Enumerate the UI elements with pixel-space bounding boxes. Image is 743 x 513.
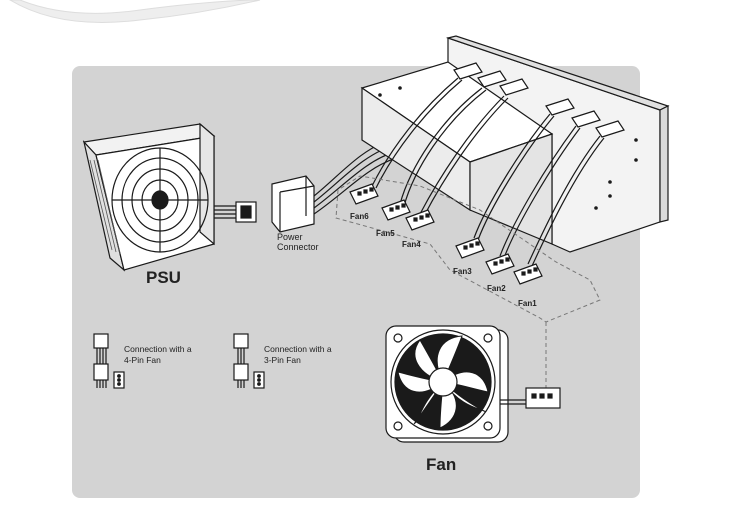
power-connector-label-line2: Connector — [277, 242, 319, 252]
fan2-header — [485, 253, 515, 275]
psu-label: PSU — [146, 268, 181, 287]
case-fan-cable — [500, 399, 526, 405]
power-connector — [271, 175, 315, 233]
fan3-label: Fan3 — [453, 267, 472, 276]
corner-screws — [393, 333, 493, 431]
psu-fan-grille — [111, 147, 209, 253]
power-wires — [313, 139, 397, 215]
decorative-arc — [9, 0, 261, 23]
fan-headers — [349, 183, 543, 285]
header-dashed-outline — [335, 175, 601, 323]
fan2-label: Fan2 — [487, 284, 506, 293]
case-fan-icon — [385, 325, 509, 443]
fan3-header — [455, 237, 485, 259]
connector-icon — [525, 387, 561, 409]
fan1-header — [513, 263, 543, 285]
psu-icon — [82, 122, 216, 272]
psu-plug — [235, 201, 257, 223]
fan4-label: Fan4 — [402, 240, 421, 249]
fan-hub-bay-icon — [360, 35, 670, 253]
bay-top-connectors — [453, 62, 625, 138]
fan-header-cables — [371, 77, 605, 267]
legend-4pin-line1: Connection with a — [124, 344, 192, 354]
legend-3pin-line2: 3-Pin Fan — [264, 355, 301, 365]
bay-holes — [378, 86, 638, 210]
legend-4pin-diagram — [93, 333, 125, 389]
legend-3pin-diagram — [233, 333, 265, 389]
fan4-header — [405, 209, 435, 231]
psu-side-vents — [89, 159, 121, 255]
power-connector-label-line1: Power — [277, 232, 303, 242]
psu-cable — [214, 205, 236, 219]
case-fan-label: Fan — [426, 455, 456, 474]
legend-4pin-line2: 4-Pin Fan — [124, 355, 161, 365]
fan1-label: Fan1 — [518, 299, 537, 308]
fan5-header — [381, 199, 411, 221]
fan6-header — [349, 183, 379, 205]
fan5-label: Fan5 — [376, 229, 395, 238]
fan6-label: Fan6 — [350, 212, 369, 221]
legend-3pin-line1: Connection with a — [264, 344, 332, 354]
